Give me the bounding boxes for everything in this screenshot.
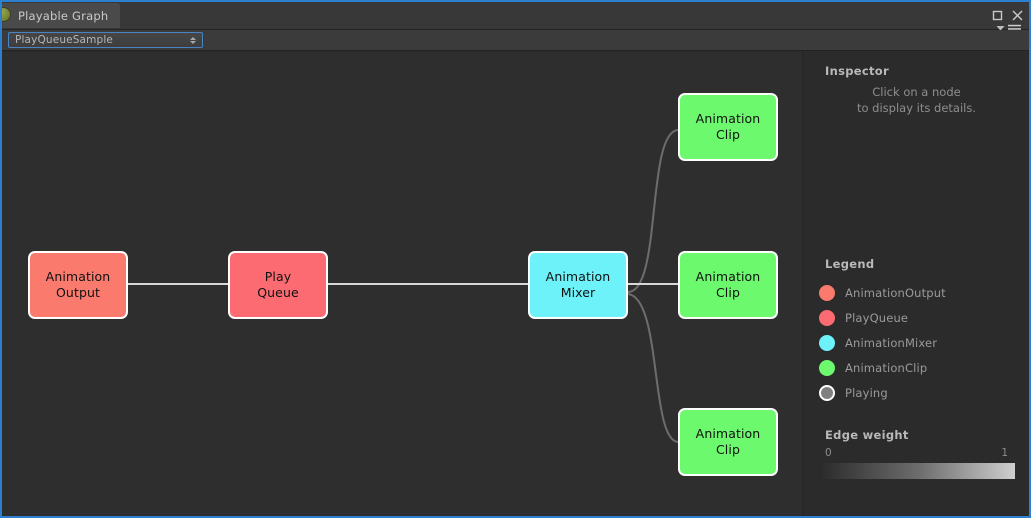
legend-item-label: AnimationOutput — [845, 285, 946, 300]
graph-node-label-line-2: Clip — [715, 127, 740, 142]
tab-label: Playable Graph — [18, 8, 109, 23]
edge-weight-scale: 0 1 — [825, 447, 1008, 459]
legend-swatch-icon — [819, 309, 835, 326]
graph-node-label-line-1: Animation — [545, 269, 611, 284]
window-controls — [992, 6, 1023, 21]
edge-weight-max-label: 1 — [1001, 447, 1008, 459]
graph-edge[interactable] — [627, 293, 679, 443]
graph-node-label-line-2: Queue — [257, 285, 299, 300]
legend-swatch-icon — [819, 359, 835, 376]
graph-node-label-line-2: Output — [55, 285, 101, 300]
updown-arrows-icon — [190, 36, 196, 44]
edge-weight-min-label: 0 — [825, 447, 832, 459]
legend-item: AnimationClip — [819, 355, 1019, 380]
graph-node-label-line-1: Play — [264, 269, 292, 284]
legend-item: AnimationOutput — [819, 280, 1019, 305]
legend-swatch-icon — [819, 284, 835, 301]
legend-item: Playing — [819, 380, 1019, 405]
graph-edge[interactable] — [627, 129, 679, 293]
legend-swatch-icon — [819, 384, 835, 401]
legend-item: PlayQueue — [819, 305, 1019, 330]
inspector-title: Inspector — [825, 64, 889, 78]
graph-node-label-line-1: Animation — [695, 269, 761, 284]
legend-item-label: AnimationMixer — [845, 335, 938, 350]
inspector-empty-line-1: Click on a node — [872, 85, 961, 99]
graph-node-label-line-2: Clip — [715, 442, 740, 457]
edge-weight-title: Edge weight — [825, 428, 909, 442]
close-icon[interactable] — [1012, 6, 1023, 21]
toolbar: PlayQueueSample — [2, 30, 1029, 51]
graph-edges — [128, 129, 679, 443]
legend-item-label: Playing — [845, 385, 888, 400]
graph-node-label-line-1: Animation — [45, 269, 111, 284]
side-panel: Inspector Click on a node to display its… — [802, 52, 1029, 516]
graph-selector-dropdown[interactable]: PlayQueueSample — [8, 32, 203, 48]
edge-weight-gradient-bar — [819, 463, 1015, 479]
graph-node-label-line-2: Clip — [715, 285, 740, 300]
legend-item: AnimationMixer — [819, 330, 1019, 355]
filter-icon[interactable] — [996, 19, 1005, 38]
graph-node-label-line-2: Mixer — [560, 285, 596, 300]
graph-node-label-line-1: Animation — [695, 426, 761, 441]
legend-title: Legend — [825, 257, 875, 271]
unity-graph-icon — [2, 8, 10, 21]
legend-item-label: AnimationClip — [845, 360, 928, 375]
title-bar: Playable Graph — [2, 2, 1029, 34]
inspector-empty-message: Click on a node to display its details. — [813, 84, 1020, 116]
legend-swatch-icon — [819, 334, 835, 351]
maximize-icon[interactable] — [992, 6, 1003, 21]
graph-node-label-line-1: Animation — [695, 111, 761, 126]
inspector-empty-line-2: to display its details. — [856, 101, 976, 115]
tab-playable-graph[interactable]: Playable Graph — [2, 3, 121, 28]
legend-item-label: PlayQueue — [845, 310, 909, 325]
graph-selector-value: PlayQueueSample — [15, 34, 114, 46]
